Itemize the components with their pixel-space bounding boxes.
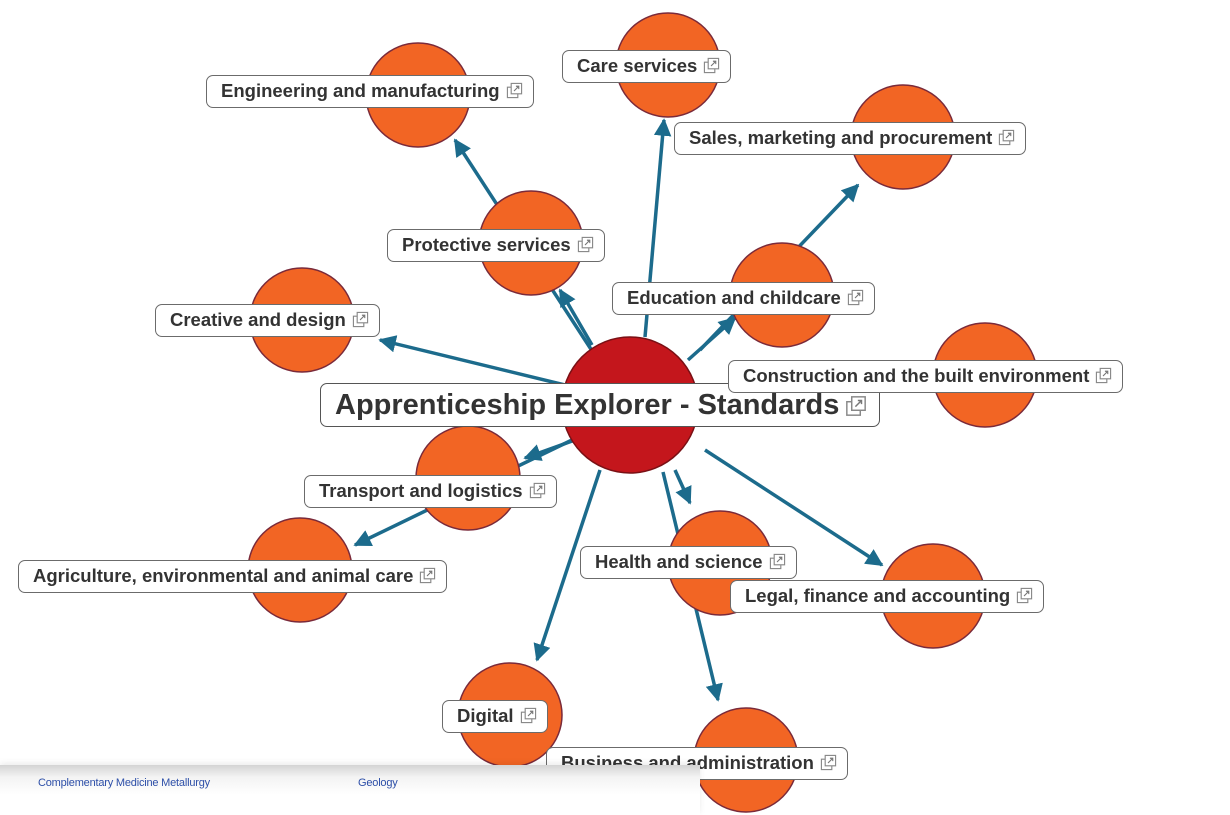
node-label-education[interactable]: Education and childcare — [612, 282, 875, 315]
edge-health — [673, 469, 692, 505]
external-link-icon[interactable] — [1095, 367, 1112, 384]
edge-education — [686, 316, 737, 362]
external-link-icon[interactable] — [529, 482, 546, 499]
node-label-health[interactable]: Health and science — [580, 546, 797, 579]
background-text-right: Geology — [358, 777, 398, 789]
node-label-engineering[interactable]: Engineering and manufacturing — [206, 75, 534, 108]
node-label-care[interactable]: Care services — [562, 50, 732, 83]
node-label-digital[interactable]: Digital — [442, 700, 548, 733]
external-link-icon[interactable] — [419, 567, 436, 584]
node-label-text: Sales, marketing and procurement — [689, 127, 993, 148]
external-link-icon[interactable] — [769, 553, 786, 570]
node-label-agriculture[interactable]: Agriculture, environmental and animal ca… — [18, 560, 448, 593]
node-label-text: Creative and design — [170, 309, 346, 330]
edge-creative — [378, 335, 566, 387]
external-link-icon[interactable] — [352, 311, 369, 328]
node-label-text: Education and childcare — [627, 287, 841, 308]
external-link-icon[interactable] — [998, 129, 1015, 146]
edge-digital — [533, 469, 602, 662]
external-link-icon[interactable] — [577, 236, 594, 253]
node-label-text: Health and science — [595, 551, 763, 572]
node-label-text: Care services — [577, 55, 698, 76]
node-label-text: Digital — [457, 705, 514, 726]
node-label-text: Engineering and manufacturing — [221, 80, 500, 101]
node-label-construction[interactable]: Construction and the built environment — [728, 360, 1124, 393]
external-link-icon[interactable] — [520, 707, 537, 724]
node-label-transport[interactable]: Transport and logistics — [304, 475, 557, 508]
node-label-text: Legal, finance and accounting — [745, 585, 1011, 606]
external-link-icon[interactable] — [506, 82, 523, 99]
background-text-left: Complementary Medicine Metallurgy — [38, 777, 210, 789]
root-node-text: Apprenticeship Explorer - Standards — [335, 389, 840, 421]
external-link-icon[interactable] — [845, 395, 867, 417]
edge-legal — [704, 448, 884, 567]
external-link-icon[interactable] — [1016, 587, 1033, 604]
edge-protective — [558, 288, 594, 346]
root-node-label[interactable]: Apprenticeship Explorer - Standards — [320, 383, 881, 427]
node-label-creative[interactable]: Creative and design — [155, 304, 380, 337]
node-label-legal[interactable]: Legal, finance and accounting — [730, 580, 1045, 613]
node-label-text: Agriculture, environmental and animal ca… — [33, 565, 414, 586]
node-label-text: Construction and the built environment — [743, 365, 1090, 386]
node-label-text: Transport and logistics — [319, 480, 523, 501]
node-label-text: Protective services — [402, 234, 571, 255]
node-label-protective[interactable]: Protective services — [387, 229, 605, 262]
external-link-icon[interactable] — [703, 57, 720, 74]
external-link-icon[interactable] — [847, 289, 864, 306]
external-link-icon[interactable] — [820, 754, 837, 771]
background-panel: Complementary Medicine Metallurgy Geolog… — [0, 765, 700, 815]
node-label-sales[interactable]: Sales, marketing and procurement — [674, 122, 1027, 155]
